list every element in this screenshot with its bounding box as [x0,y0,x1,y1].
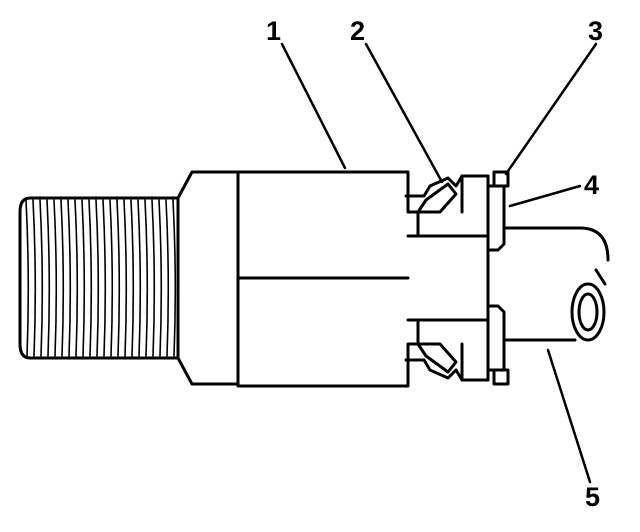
leader-4 [508,184,582,208]
thread-line [165,199,170,357]
leader-lines [280,42,598,484]
thread-line [74,199,79,357]
callout-1: 1 [266,16,282,46]
thread-line [151,199,156,357]
callout-4: 4 [584,170,600,200]
thread-line [67,199,72,357]
threaded-end [18,196,180,360]
callout-5: 5 [585,482,601,512]
thread-line [53,199,58,357]
thread-line [116,199,121,357]
thread-line [46,199,51,357]
thread-line [123,199,128,357]
thread-line [102,199,107,357]
thread-line [172,199,177,357]
leader-1 [280,42,347,170]
thread-line [158,199,163,357]
thread-line [95,199,100,357]
thread-line [88,199,93,357]
leader-2 [364,42,444,184]
thread-line [130,199,135,357]
thread-line [25,199,30,357]
leader-3 [504,42,598,176]
thread-line [32,199,37,357]
thread-line [39,199,44,357]
collar [176,170,240,386]
leader-5 [546,348,592,484]
callout-3: 3 [588,16,604,46]
thread-line [109,199,114,357]
thread-line [60,199,65,357]
retainer-clip [486,170,510,386]
thread-line [137,199,142,357]
thread-line [81,199,86,357]
tube [502,226,610,342]
callout-2: 2 [350,16,366,46]
thread-line [144,199,149,357]
